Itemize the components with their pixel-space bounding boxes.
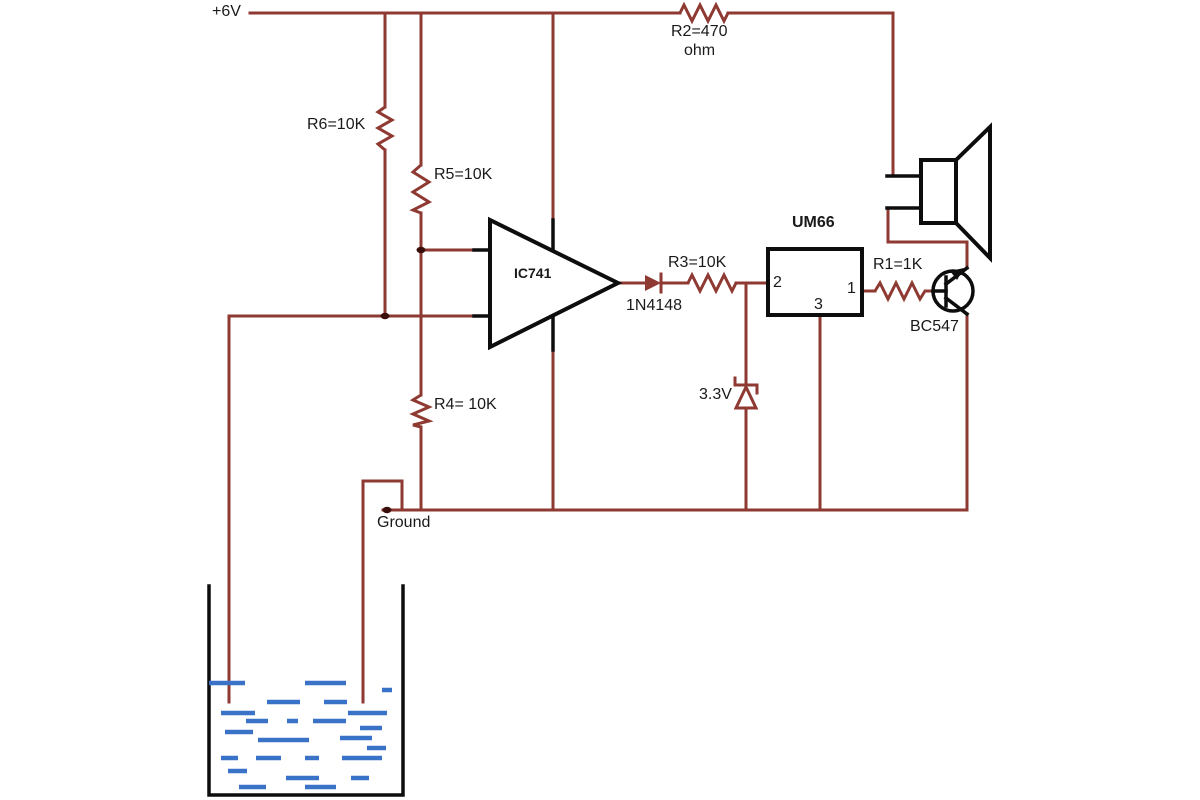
resistor-r1-symbol bbox=[873, 279, 928, 303]
resistor-r5-symbol bbox=[409, 163, 433, 215]
water bbox=[209, 680, 392, 790]
speaker-icon bbox=[885, 122, 992, 263]
resistor-r4-symbol bbox=[409, 393, 434, 429]
um66-box bbox=[766, 247, 864, 317]
r5-label: R5=10K bbox=[434, 166, 493, 183]
opamp-symbol bbox=[472, 216, 623, 352]
diode-label: 1N4148 bbox=[626, 297, 683, 314]
ground-label: Ground bbox=[377, 514, 431, 531]
power-label: +6V bbox=[212, 3, 241, 20]
speaker-transistor-wires bbox=[886, 206, 969, 512]
resistor-r2-symbol bbox=[678, 1, 730, 25]
r3-label: R3=10K bbox=[668, 254, 727, 271]
resistor-r6-symbol bbox=[374, 105, 396, 152]
r4-label: R4= 10K bbox=[434, 396, 497, 413]
r6-label: R6=10K bbox=[307, 116, 366, 133]
opamp-label: IC741 bbox=[514, 265, 552, 281]
power-rail-wires bbox=[248, 11, 895, 178]
junction-dots bbox=[380, 246, 426, 514]
r1-label: R1=1K bbox=[873, 256, 923, 273]
sensor-probe-wires bbox=[227, 314, 404, 704]
output-chain-wires bbox=[616, 281, 936, 512]
r2-value-label: R2=470 bbox=[671, 23, 728, 40]
transistor-label: BC547 bbox=[910, 318, 959, 335]
transistor-symbol bbox=[931, 265, 975, 317]
um66-pin2-label: 2 bbox=[773, 274, 782, 291]
um66-pin1-label: 1 bbox=[847, 280, 856, 297]
um66-pin3-label: 3 bbox=[814, 296, 823, 313]
zener-label: 3.3V bbox=[699, 386, 732, 403]
container bbox=[207, 584, 405, 797]
um66-label: UM66 bbox=[792, 214, 835, 231]
resistor-r3-symbol bbox=[686, 271, 738, 295]
zener-symbol bbox=[733, 376, 759, 410]
diode-symbol bbox=[645, 272, 663, 294]
r2-unit-label: ohm bbox=[684, 42, 716, 59]
opamp-input-wires bbox=[227, 248, 478, 318]
